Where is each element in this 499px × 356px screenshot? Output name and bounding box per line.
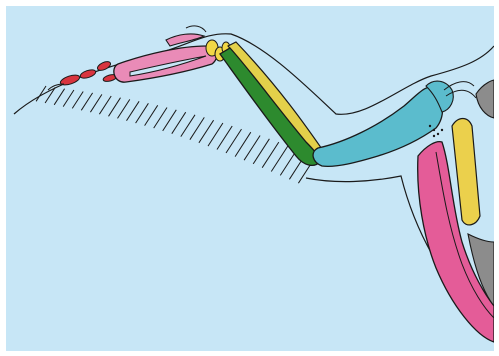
ulna: [220, 48, 320, 165]
feather-stroke: [199, 120, 214, 143]
feather-stroke: [163, 110, 177, 131]
phalanges: [48, 60, 118, 90]
feather-stroke: [109, 98, 121, 117]
feather-stroke: [154, 108, 167, 129]
feather-stroke: [208, 123, 223, 146]
feather-stroke: [99, 96, 111, 114]
feather-stroke: [127, 101, 140, 120]
feather-stroke: [190, 117, 204, 139]
feather-stroke: [118, 99, 130, 118]
bird-wing-skeleton-diagram: [6, 6, 494, 351]
diagram-panel: [6, 6, 494, 351]
feather-stroke: [181, 115, 195, 137]
feather-stroke: [72, 92, 83, 109]
feather-stroke: [172, 112, 186, 134]
feather-stroke: [145, 105, 158, 125]
feather-stroke: [45, 87, 55, 103]
scapula: [452, 119, 480, 225]
feather-stroke: [54, 89, 64, 105]
body: [476, 80, 494, 118]
feather-stroke: [136, 103, 149, 123]
feather-stroke: [63, 90, 74, 107]
feather-stroke: [90, 94, 102, 112]
radius: [228, 42, 324, 158]
feather-stroke: [81, 93, 92, 110]
